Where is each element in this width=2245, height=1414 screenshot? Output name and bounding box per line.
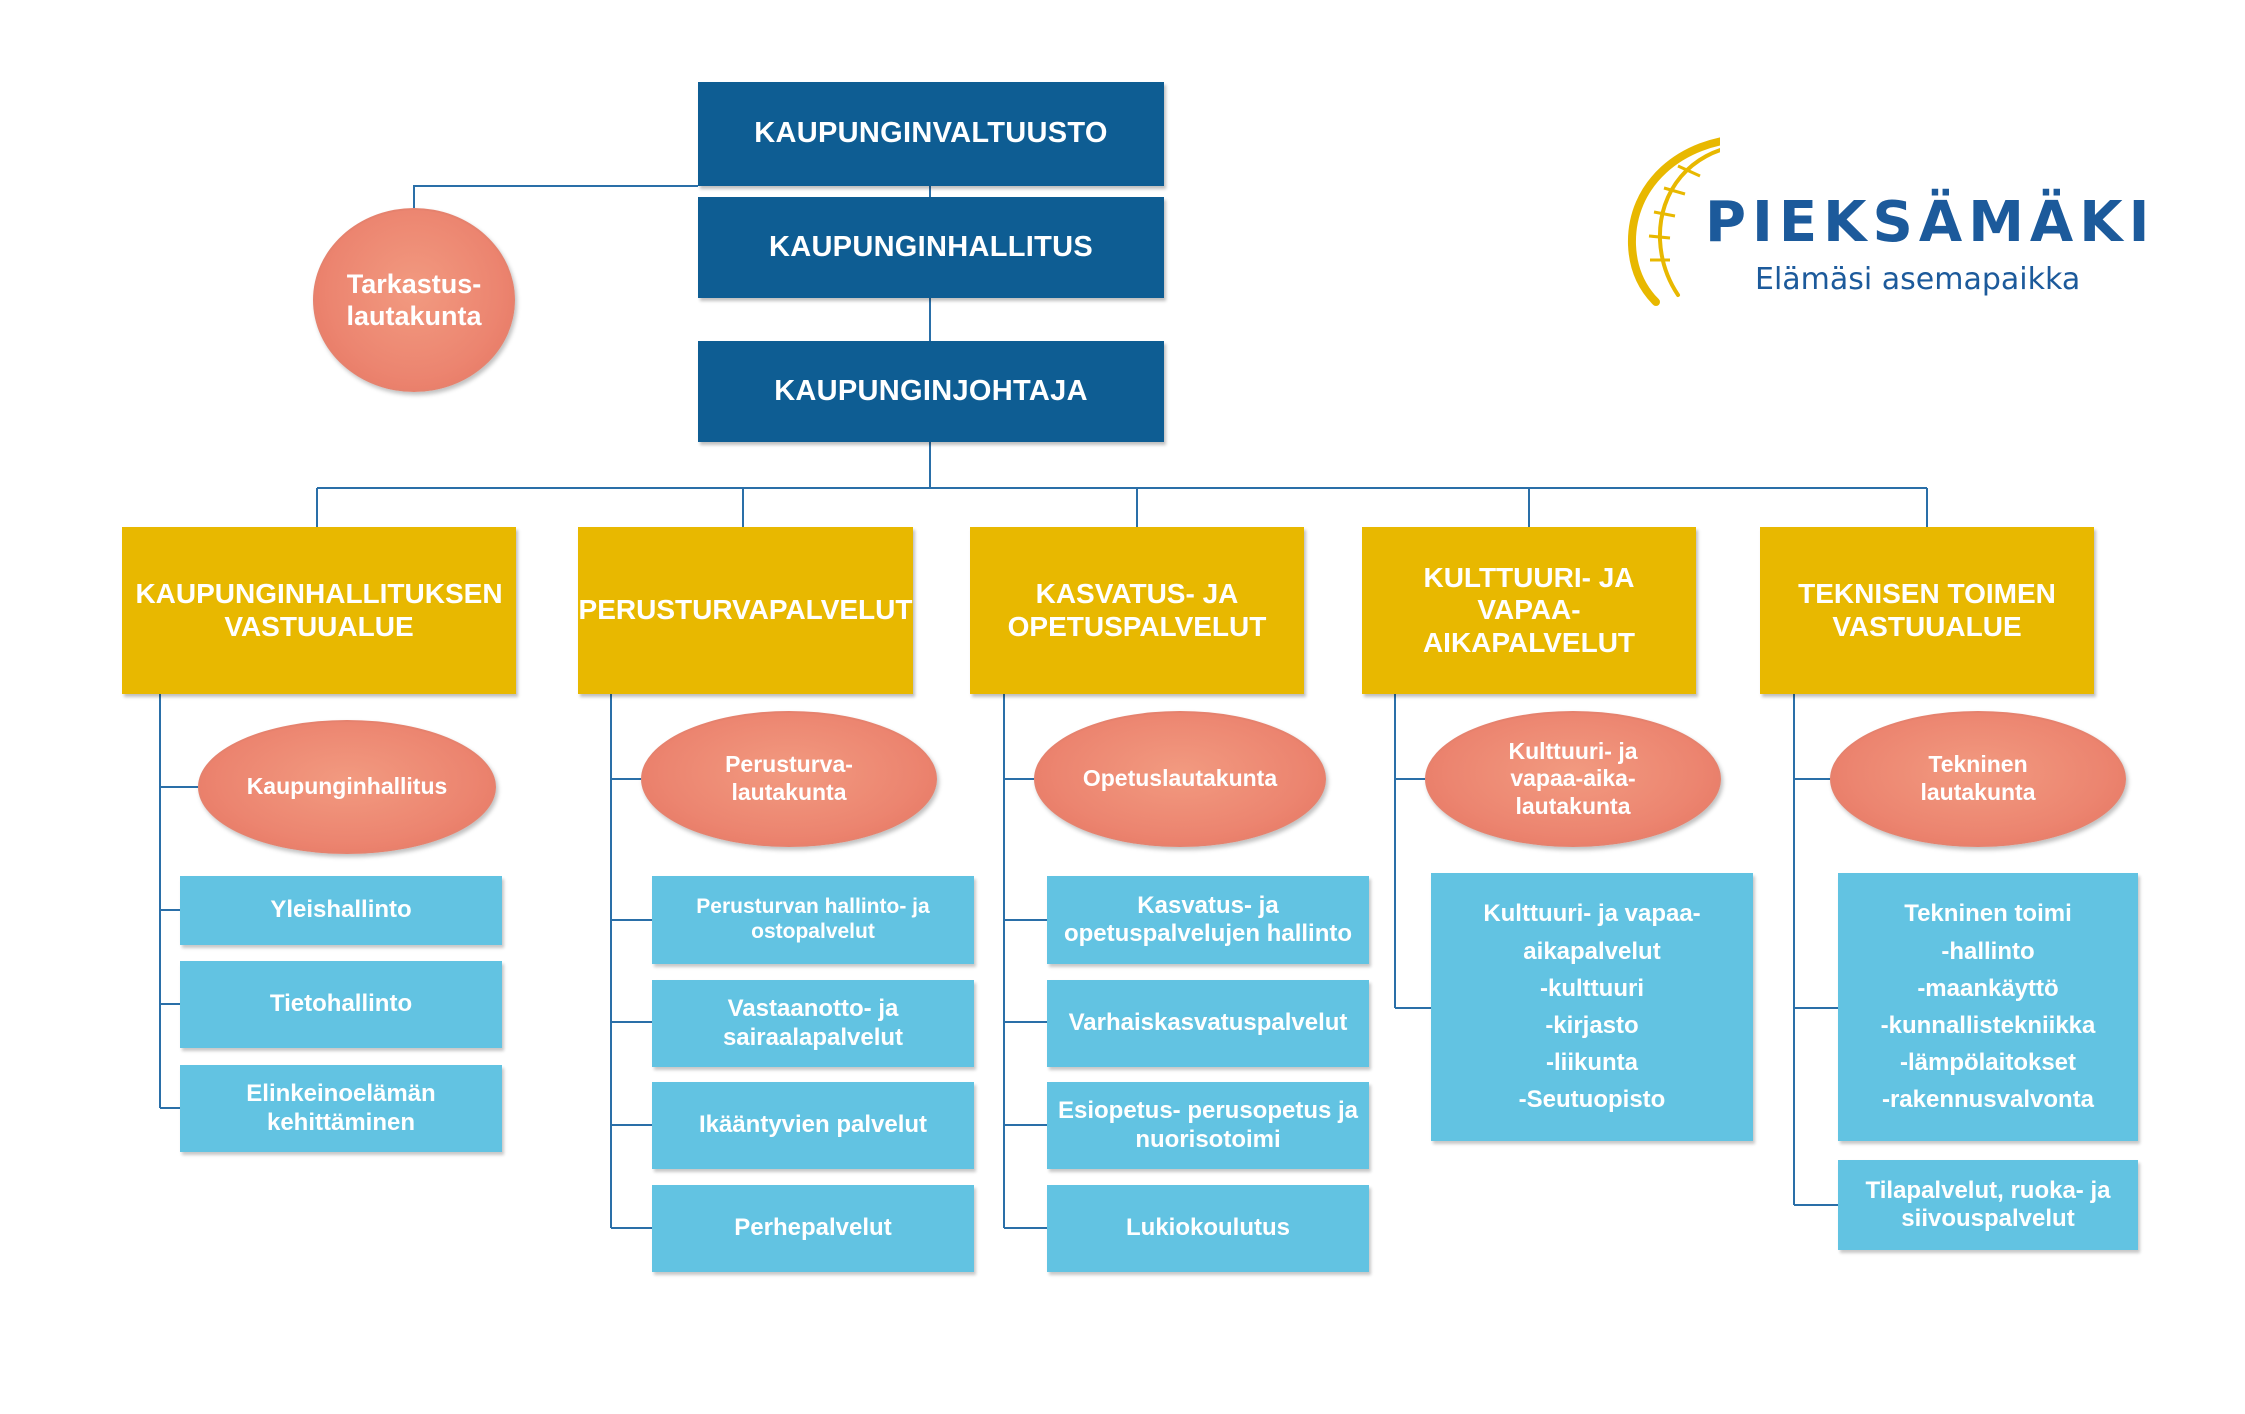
committee-label-line3: lautakunta — [1515, 792, 1631, 819]
city-manager-box: KAUPUNGINJOHTAJA — [698, 341, 1164, 442]
service-box: Elinkeinoelämän kehittäminen — [180, 1065, 502, 1152]
service-box: Yleishallinto — [180, 876, 502, 945]
service-box: Vastaanotto- ja sairaalapalvelut — [652, 980, 974, 1067]
committee-label: Kaupunginhallitus — [246, 773, 448, 800]
council-label: KAUPUNGINVALTUUSTO — [754, 117, 1108, 150]
committee-ellipse-basic-security: Perusturva- lautakunta — [641, 711, 937, 847]
city-board-box: KAUPUNGINHALLITUS — [698, 197, 1164, 298]
committee-label-line1: Tekninen — [1928, 751, 2028, 778]
committee-ellipse-technical: Tekninen lautakunta — [1830, 711, 2126, 847]
service-box: Esiopetus- perusopetus ja nuorisotoimi — [1047, 1082, 1369, 1169]
service-line: -kulttuuri — [1540, 974, 1644, 1002]
service-line: -liikunta — [1545, 1049, 1638, 1077]
area-header-technical: TEKNISEN TOIMEN VASTUUALUE — [1760, 527, 2094, 694]
service-line: -maankäyttö — [1917, 974, 2059, 1002]
service-box: Tilapalvelut, ruoka- ja siivouspalvelut — [1838, 1160, 2138, 1250]
logo-slogan: Elämäsi asemapaikka — [1755, 262, 2081, 297]
service-box-multiline: Tekninen toimi -hallinto -maankäyttö -ku… — [1838, 873, 2138, 1141]
service-box: Lukiokoulutus — [1047, 1185, 1369, 1272]
service-label: Varhaiskasvatuspalvelut — [1068, 1009, 1348, 1037]
committee-ellipse-education: Opetuslautakunta — [1034, 711, 1326, 847]
area-header-basic-security: PERUSTURVAPALVELUT — [578, 527, 913, 694]
committee-label-line2: lautakunta — [731, 779, 847, 805]
committee-label-line1: Kulttuuri- ja — [1508, 737, 1638, 764]
service-line: -lämpölaitokset — [1899, 1049, 2077, 1077]
service-box: Perhepalvelut — [652, 1185, 974, 1272]
city-board-label: KAUPUNGINHALLITUS — [768, 230, 1094, 263]
service-label: Tilapalvelut, ruoka- ja siivouspalvelut — [1865, 1176, 2111, 1232]
committee-label: Opetuslautakunta — [1082, 765, 1278, 792]
service-label: Perhepalvelut — [734, 1214, 892, 1242]
service-box: Varhaiskasvatuspalvelut — [1047, 980, 1369, 1067]
service-label: Ikääntyvien palvelut — [698, 1111, 928, 1139]
area-header-education: KASVATUS- JA OPETUSPALVELUT — [970, 527, 1304, 694]
service-label: Kasvatus- ja opetuspalvelujen hallinto — [1063, 891, 1353, 947]
area-title: KAUPUNGINHALLITUKSEN VASTUUALUE — [135, 578, 503, 642]
committee-ellipse-culture-leisure: Kulttuuri- ja vapaa-aika- lautakunta — [1425, 711, 1721, 847]
service-line: -kirjasto — [1545, 1012, 1639, 1039]
service-label: Lukiokoulutus — [1126, 1214, 1290, 1242]
service-box: Kasvatus- ja opetuspalvelujen hallinto — [1047, 876, 1369, 964]
area-header-city-board: KAUPUNGINHALLITUKSEN VASTUUALUE — [122, 527, 516, 694]
audit-committee-label-line1: Tarkastus- — [346, 268, 482, 299]
committee-label-line2: lautakunta — [1920, 779, 2036, 805]
logo-title: PIEKSÄMÄKI — [1705, 190, 2156, 255]
service-box: Perusturvan hallinto- ja ostopalvelut — [652, 876, 974, 964]
service-box: Ikääntyvien palvelut — [652, 1082, 974, 1169]
city-manager-label: KAUPUNGINJOHTAJA — [774, 374, 1088, 407]
service-box: Tietohallinto — [180, 961, 502, 1048]
service-label: Esiopetus- perusopetus ja nuorisotoimi — [1057, 1097, 1359, 1153]
service-label: Yleishallinto — [270, 896, 412, 924]
service-line: -kunnallistekniikka — [1880, 1012, 2096, 1039]
service-label: Vastaanotto- ja sairaalapalvelut — [722, 995, 904, 1051]
service-label: Tietohallinto — [269, 990, 413, 1018]
audit-committee-ellipse: Tarkastus- lautakunta — [313, 208, 515, 392]
service-line: -hallinto — [1941, 937, 2035, 965]
service-line: -Seutuopisto — [1518, 1086, 1666, 1114]
service-label: Elinkeinoelämän kehittäminen — [246, 1080, 436, 1136]
audit-committee-label-line2: lautakunta — [346, 301, 482, 331]
service-line: aikapalvelut — [1523, 937, 1661, 965]
service-line: Tekninen toimi — [1904, 900, 2072, 928]
area-title: KULTTUURI- JA VAPAA-AIKAPALVELUT — [1422, 562, 1636, 658]
council-box: KAUPUNGINVALTUUSTO — [698, 82, 1164, 186]
area-title: TEKNISEN TOIMEN VASTUUALUE — [1798, 578, 2056, 642]
logo-arc-icon — [1627, 137, 1720, 306]
area-title: KASVATUS- JA OPETUSPALVELUT — [1007, 578, 1267, 642]
service-box-multiline: Kulttuuri- ja vapaa- aikapalvelut -kultt… — [1431, 873, 1753, 1141]
committee-label-line2: vapaa-aika- — [1510, 765, 1636, 792]
area-title: PERUSTURVAPALVELUT — [578, 594, 913, 626]
committee-label-line1: Perusturva- — [725, 751, 853, 778]
service-label: Perusturvan hallinto- ja ostopalvelut — [696, 895, 930, 943]
committee-ellipse-city-board: Kaupunginhallitus — [198, 720, 496, 854]
pieksamaki-logo: PIEKSÄMÄKI Elämäsi asemapaikka — [1620, 130, 2180, 310]
service-line: -rakennusvalvonta — [1881, 1086, 2095, 1114]
service-line: Kulttuuri- ja vapaa- — [1483, 900, 1701, 928]
area-header-culture-leisure: KULTTUURI- JA VAPAA-AIKAPALVELUT — [1362, 527, 1696, 694]
